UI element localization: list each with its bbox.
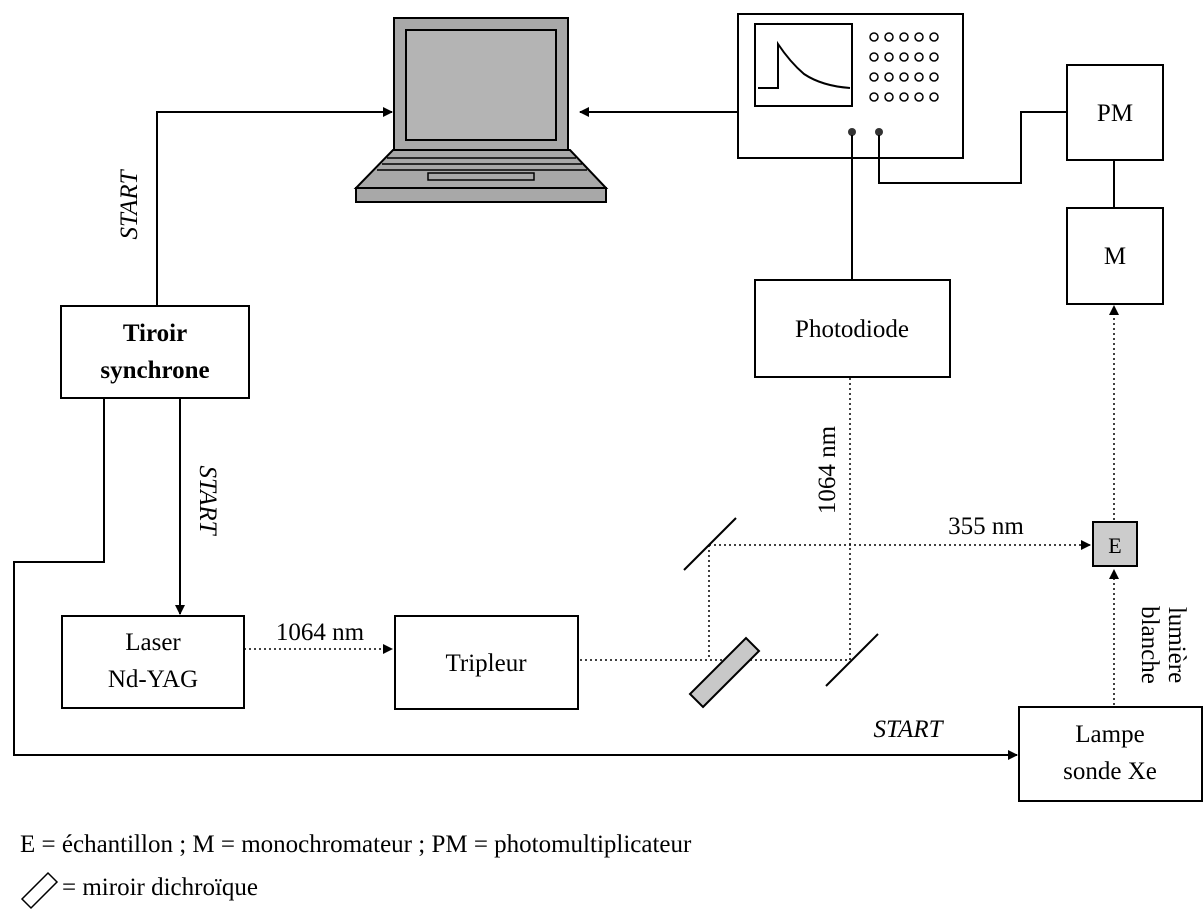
oscilloscope-knob <box>929 32 939 42</box>
oscilloscope-knob <box>929 52 939 62</box>
start-label-computer: START <box>116 168 143 239</box>
oscilloscope-knob <box>869 32 879 42</box>
dichroic-mirror <box>688 636 761 709</box>
connector-dot <box>875 128 883 136</box>
oscilloscope-knob <box>914 92 924 102</box>
white-light-label-line2: blanche <box>1136 606 1163 684</box>
photodiode-label: Photodiode <box>795 316 909 343</box>
laser-label-line1: Laser <box>125 629 181 656</box>
sample-box: E <box>1092 521 1138 567</box>
oscilloscope-knob <box>869 72 879 82</box>
mirror-bottom-right <box>825 633 879 687</box>
beam-label-355: 355 nm <box>948 513 1024 540</box>
lampe-label-line2: sonde Xe <box>1063 758 1157 785</box>
oscilloscope-knob <box>914 72 924 82</box>
oscilloscope-knob <box>929 72 939 82</box>
legend-line2: = miroir dichroïque <box>62 874 258 901</box>
oscilloscope-knob <box>914 32 924 42</box>
start-wire-lamp <box>13 398 1018 760</box>
start-label-laser: START <box>194 466 221 537</box>
pm-box: PM <box>1066 64 1164 161</box>
dichroic-mirror-legend-icon <box>20 871 59 910</box>
tripleur-box: Tripleur <box>394 615 579 710</box>
oscilloscope-knob <box>869 52 879 62</box>
oscilloscope-knob <box>884 32 894 42</box>
lampe-label-line1: Lampe <box>1075 721 1144 748</box>
oscilloscope-knob <box>899 32 909 42</box>
photodiode-box: Photodiode <box>754 279 951 378</box>
oscilloscope-knob <box>869 92 879 102</box>
laser-label-line2: Nd-YAG <box>108 666 198 693</box>
tripleur-label: Tripleur <box>445 650 527 677</box>
wire-pm-oscilloscope <box>878 111 1066 184</box>
oscilloscope-knob <box>929 92 939 102</box>
beam-label-1064-photodiode: 1064 nm <box>814 425 841 514</box>
oscilloscope-knob <box>914 52 924 62</box>
beam-label-1064-laser: 1064 nm <box>276 619 365 646</box>
pm-label: PM <box>1097 100 1133 127</box>
oscilloscope-knob <box>899 92 909 102</box>
e-label: E <box>1108 533 1121 558</box>
laser-box: Laser Nd-YAG <box>61 615 245 709</box>
tiroir-label-line1: Tiroir <box>123 320 187 347</box>
oscilloscope-knob <box>884 52 894 62</box>
tiroir-label-line2: synchrone <box>100 357 209 384</box>
oscilloscope-knobs <box>869 32 939 102</box>
mirror-top-left <box>683 517 737 571</box>
start-wire-computer <box>156 107 393 306</box>
oscilloscope-knob <box>884 72 894 82</box>
oscilloscope-icon <box>737 13 964 159</box>
lampe-box: Lampe sonde Xe <box>1018 706 1203 802</box>
monochromator-box: M <box>1066 207 1164 305</box>
connector-dot <box>848 128 856 136</box>
legend-line1: E = échantillon ; M = monochromateur ; P… <box>20 831 692 858</box>
oscilloscope-knob <box>899 72 909 82</box>
start-label-lamp: START <box>874 716 945 743</box>
tiroir-synchrone-box: Tiroir synchrone <box>60 305 250 399</box>
oscilloscope-knob <box>899 52 909 62</box>
computer-icon <box>353 17 609 203</box>
oscilloscope-knob <box>884 92 894 102</box>
m-label: M <box>1104 243 1126 270</box>
white-light-label-line1: lumière <box>1163 607 1190 683</box>
